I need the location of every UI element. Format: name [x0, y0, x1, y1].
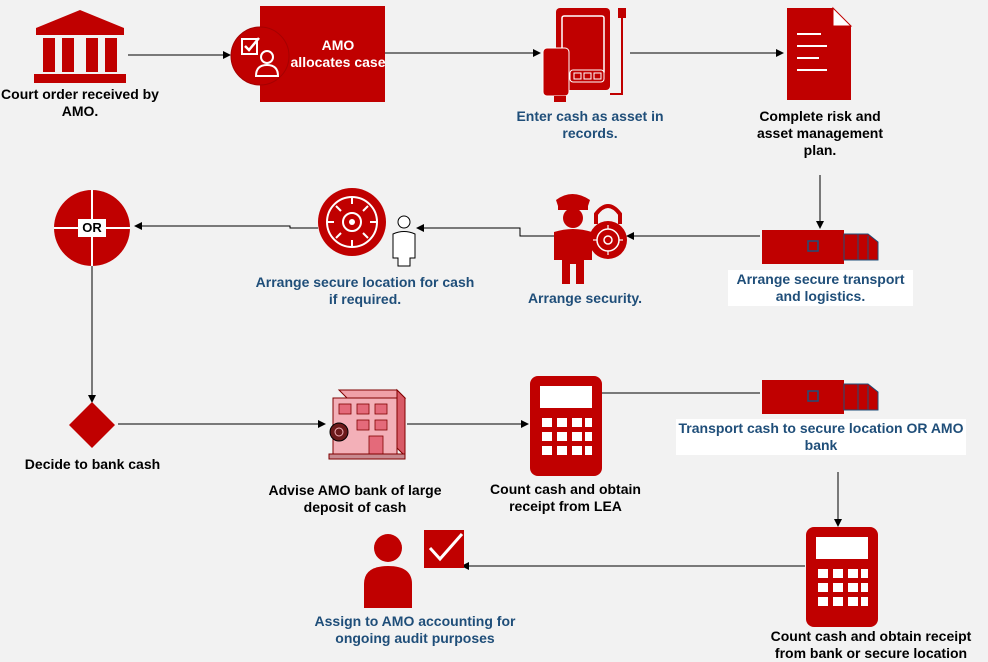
label-enter-records: Enter cash as asset in records.	[516, 108, 664, 141]
vault-icon	[318, 188, 416, 267]
decision-diamond-icon	[69, 402, 115, 448]
truck-icon	[762, 380, 879, 414]
arrow-location-to-or	[134, 222, 318, 230]
assign-case-icon	[230, 26, 290, 86]
label-security: Arrange security.	[527, 290, 643, 306]
security-guard-lock-icon	[554, 194, 627, 284]
courthouse-icon	[34, 10, 126, 83]
bank-building-icon	[328, 388, 407, 460]
label-count-lea: Count cash and obtain receipt from LEA	[490, 481, 641, 514]
label-court-order: Court order received by AMO.	[1, 86, 159, 119]
tablet-records-icon	[542, 8, 626, 102]
arrow-security-to-location	[416, 224, 555, 237]
label-or: OR	[82, 220, 102, 235]
label-secure-location: Arrange secure location for cash if requ…	[255, 274, 475, 307]
or-circle-icon	[54, 190, 130, 266]
label-decide-bank: Decide to bank cash	[24, 456, 161, 472]
user-checkmark-icon	[364, 530, 464, 608]
calculator-icon	[530, 376, 602, 476]
label-advise-bank: Advise AMO bank of large deposit of cash	[268, 482, 442, 515]
label-count-bank: Count cash and obtain receipt from bank …	[770, 628, 972, 661]
label-transport-cash: Transport cash to secure location OR AMO…	[676, 419, 966, 455]
document-icon	[787, 6, 853, 100]
calculator-icon	[806, 527, 878, 627]
label-risk-plan: Complete risk and asset management plan.	[756, 108, 884, 158]
truck-icon	[762, 230, 879, 264]
label-assign-accounting: Assign to AMO accounting for ongoing aud…	[314, 613, 516, 646]
label-allocate: AMO allocates case	[290, 37, 386, 70]
label-transport-logistics: Arrange secure transport and logistics.	[728, 270, 913, 306]
